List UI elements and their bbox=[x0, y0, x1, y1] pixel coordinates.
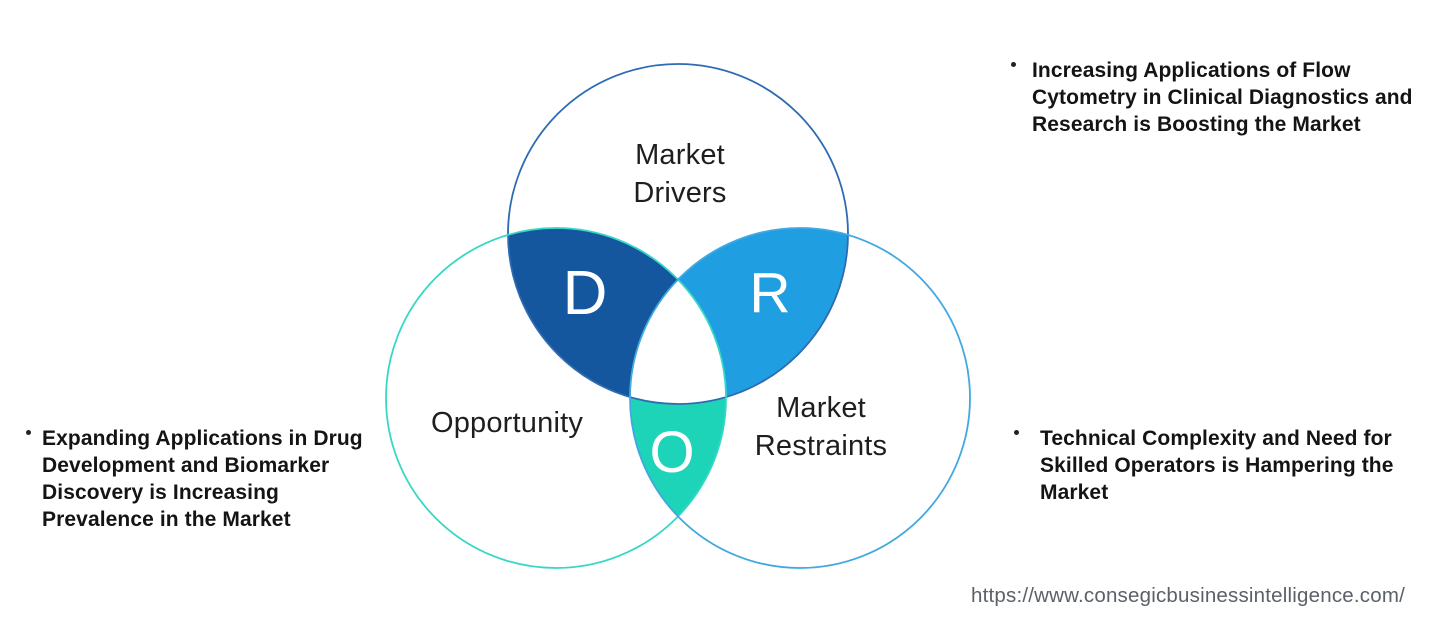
opportunity-bullet-line: Discovery is Increasing bbox=[42, 481, 279, 504]
source-url: https://www.consegicbusinessintelligence… bbox=[971, 584, 1406, 607]
opportunity-bullet-line: Development and Biomarker bbox=[42, 454, 330, 477]
driver-bullet-dot-icon bbox=[1011, 62, 1016, 67]
opportunity-circle-outline bbox=[385, 227, 727, 569]
opportunity-bullet-line: Prevalence in the Market bbox=[42, 508, 291, 531]
restraint-bullet-line: Market bbox=[1040, 481, 1109, 504]
drivers-label-line1: Market bbox=[635, 139, 725, 171]
restraints-circle-outline bbox=[629, 227, 971, 569]
drivers-label-line2: Drivers bbox=[633, 177, 726, 209]
restraint-bullet-line: Technical Complexity and Need for bbox=[1040, 427, 1392, 450]
restraints-label-line1: Market bbox=[776, 392, 866, 424]
opportunity-label: Opportunity bbox=[431, 407, 583, 439]
drivers-petal-letter: D bbox=[563, 259, 608, 328]
opportunity-bullet-line: Expanding Applications in Drug bbox=[42, 427, 363, 450]
opportunity-bullet-text: Expanding Applications in Drug Developme… bbox=[42, 425, 363, 533]
restraint-bullet-dot-icon bbox=[1014, 430, 1019, 435]
restraints-label-line2: Restraints bbox=[755, 430, 888, 462]
driver-bullet-line: Increasing Applications of Flow bbox=[1032, 59, 1351, 82]
restraint-bullet-text: Technical Complexity and Need for Skille… bbox=[1040, 425, 1394, 506]
opportunity-bullet-dot-icon bbox=[26, 430, 31, 435]
driver-bullet-text: Increasing Applications of Flow Cytometr… bbox=[1032, 57, 1413, 138]
driver-bullet-line: Research is Boosting the Market bbox=[1032, 113, 1361, 136]
driver-bullet-line: Cytometry in Clinical Diagnostics and bbox=[1032, 86, 1413, 109]
restraints-petal-letter: R bbox=[749, 261, 790, 325]
restraint-bullet-line: Skilled Operators is Hampering the bbox=[1040, 454, 1394, 477]
opportunity-petal-letter: O bbox=[649, 420, 694, 485]
